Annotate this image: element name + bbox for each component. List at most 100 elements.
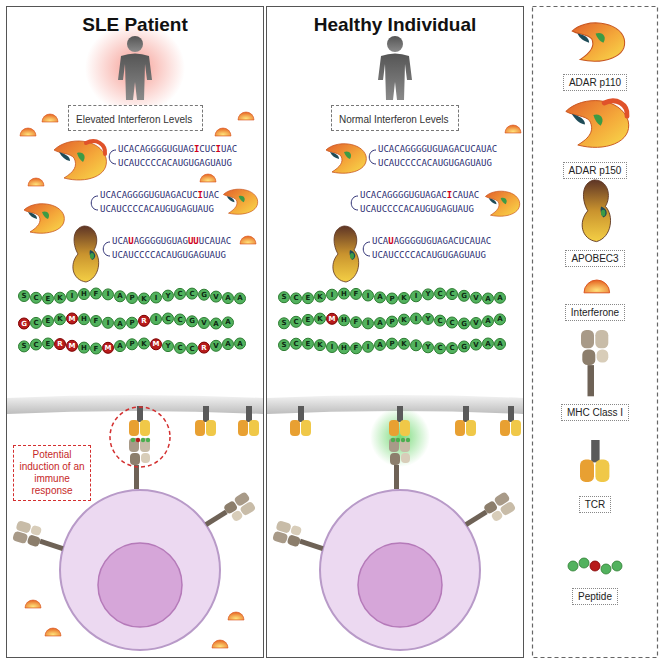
residue: C <box>133 204 138 214</box>
residue: M <box>66 313 78 325</box>
residue: C <box>399 250 404 260</box>
residue: C <box>199 144 204 154</box>
residue: A <box>494 292 506 304</box>
residue: C <box>123 158 128 168</box>
residue: A <box>155 250 160 260</box>
residue: G <box>447 204 452 214</box>
legend-sample <box>582 180 610 242</box>
residue: A <box>476 158 481 168</box>
legend-entry: APOBEC3 <box>533 248 657 267</box>
residue: C <box>290 338 302 350</box>
residue: U <box>215 236 220 246</box>
residue: G <box>448 144 453 154</box>
residue: C <box>365 190 370 200</box>
peptide-chain: SCEKIHFIAPKIYCCGVAA <box>278 290 506 302</box>
residue: C <box>446 317 458 329</box>
tcr-group <box>129 406 521 436</box>
residue: E <box>42 315 54 327</box>
residue: U <box>160 204 165 214</box>
residue: K <box>398 338 410 350</box>
residue: C <box>150 250 155 260</box>
residue: U <box>167 144 172 154</box>
residue: A <box>382 190 387 200</box>
residue: F <box>90 315 102 327</box>
residue: C <box>394 144 399 154</box>
residue: G <box>151 144 156 154</box>
residue: C <box>174 342 186 354</box>
residue: H <box>338 288 350 300</box>
residue: U <box>372 250 377 260</box>
residue: A <box>222 292 234 304</box>
residue: G <box>432 144 437 154</box>
residue: A <box>459 158 464 168</box>
legend-sample <box>584 280 610 293</box>
residue: A <box>134 236 139 246</box>
residue: U <box>128 236 133 246</box>
residue: I <box>150 313 162 325</box>
mhc-group <box>12 438 516 556</box>
hairpin-loops <box>91 150 376 256</box>
inflammation-glow <box>85 22 185 114</box>
residue: U <box>221 144 226 154</box>
residue: G <box>411 144 416 154</box>
residue: U <box>420 204 425 214</box>
residue: G <box>415 236 420 246</box>
residue: A <box>374 317 386 329</box>
residue: P <box>126 317 138 329</box>
residue: A <box>165 190 170 200</box>
peptide-chain: SCEKIHFIAPKIYCCGVAA <box>18 290 246 302</box>
residue: G <box>208 204 213 214</box>
residue: A <box>111 190 116 200</box>
residue: U <box>100 190 105 200</box>
residue: U <box>464 250 469 260</box>
residue: U <box>203 204 208 214</box>
residue: A <box>234 338 246 350</box>
residue: I <box>102 317 114 329</box>
residue: U <box>118 158 123 168</box>
residue: U <box>112 236 117 246</box>
residue: A <box>389 158 394 168</box>
residue: A <box>400 144 405 154</box>
legend-entry: Peptide <box>533 586 657 605</box>
residue: A <box>181 204 186 214</box>
panel-title: Healthy Individual <box>267 14 523 36</box>
residue: A <box>482 338 494 350</box>
residue: U <box>481 158 486 168</box>
residue: U <box>100 204 105 214</box>
residue: C <box>434 315 446 327</box>
residue: G <box>188 250 193 260</box>
residue: U <box>204 250 209 260</box>
residue: P <box>126 292 138 304</box>
residue: C <box>145 158 150 168</box>
box-text: Normal Interferon Levels <box>339 114 449 126</box>
residue: I <box>410 339 422 351</box>
rna-strand: UCACAGGGGUGUAGACUCAUAC <box>378 144 497 155</box>
residue: K <box>138 338 150 350</box>
residue: C <box>393 204 398 214</box>
legend-entry: MHC Class I <box>533 402 657 421</box>
residue: G <box>405 144 410 154</box>
residue: I <box>362 290 374 302</box>
cell <box>60 490 220 650</box>
residue: U <box>160 190 165 200</box>
residue: C <box>377 236 382 246</box>
residue: A <box>123 236 128 246</box>
residue: A <box>458 190 463 200</box>
residue: S <box>18 340 30 352</box>
residue: C <box>376 190 381 200</box>
residue: A <box>470 250 475 260</box>
box-text: Potential induction of an immune respons… <box>17 449 87 497</box>
residue: Y <box>162 290 174 302</box>
residue: A <box>426 250 431 260</box>
residue: I <box>362 341 374 353</box>
residue: G <box>145 236 150 246</box>
residue: S <box>278 339 290 351</box>
residue: U <box>172 236 177 246</box>
residue: C <box>459 144 464 154</box>
residue: C <box>398 204 403 214</box>
residue: A <box>458 204 463 214</box>
residue: R <box>138 315 150 327</box>
residue: A <box>222 316 234 328</box>
residue: G <box>138 190 143 200</box>
residue: V <box>470 317 482 329</box>
